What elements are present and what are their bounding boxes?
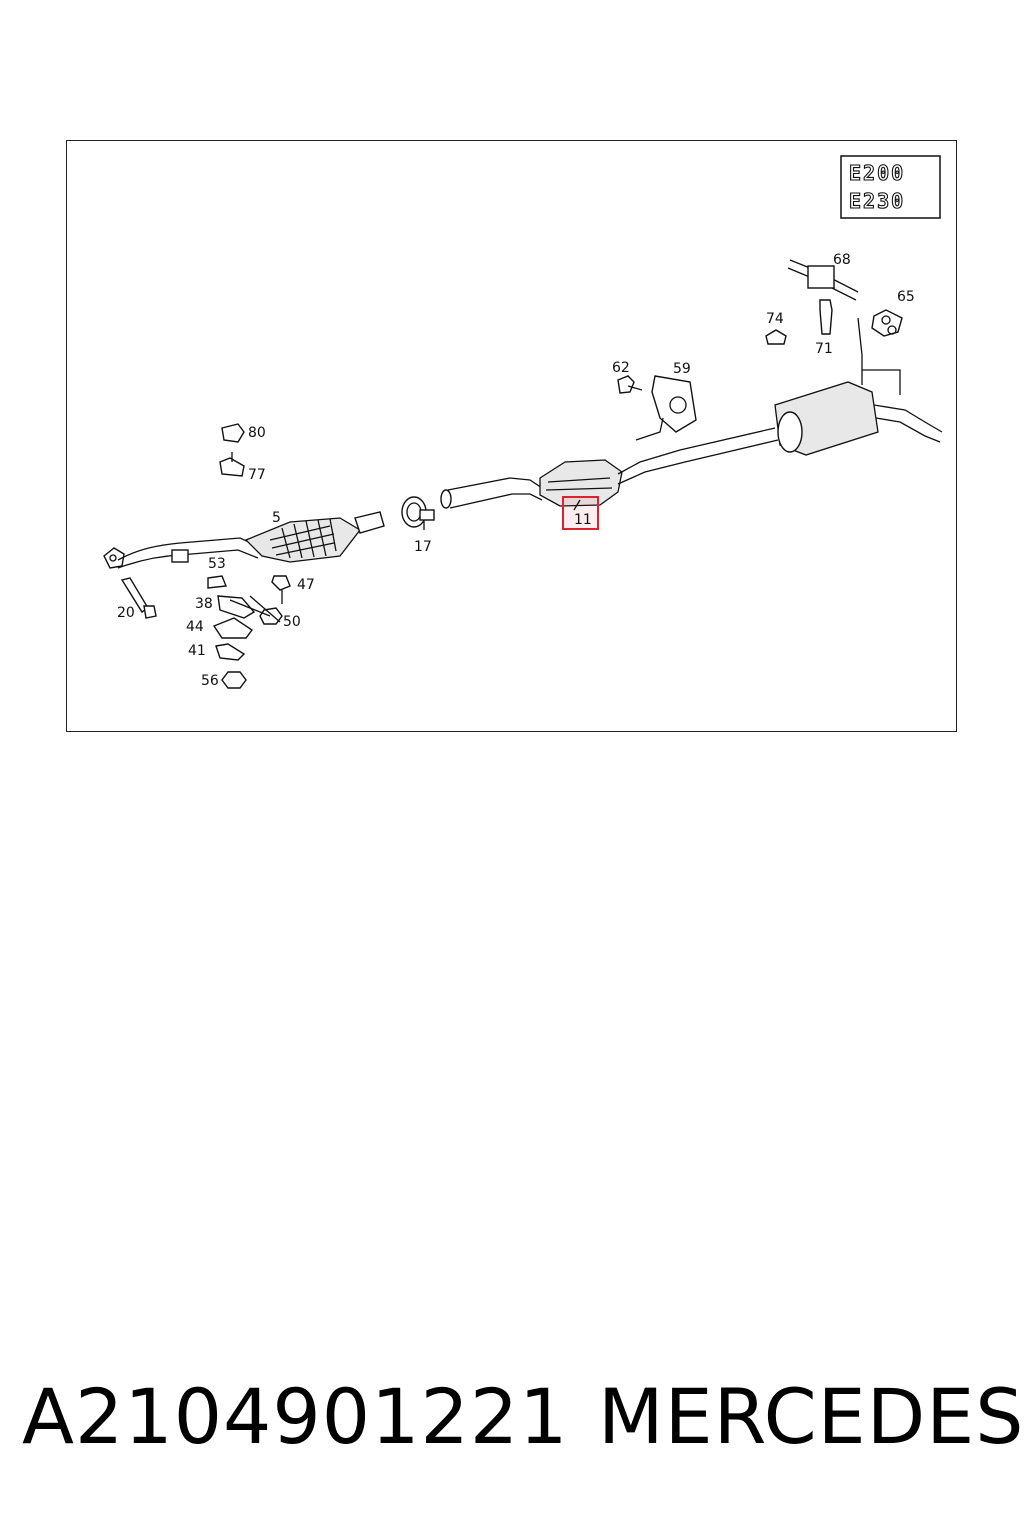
callout-17: 17 [414,539,432,555]
brand-name: MERCEDES [598,1372,1024,1461]
callout-62: 62 [612,360,630,376]
front-pipe [103,537,263,569]
small-parts [120,423,291,689]
hanger-assembly [765,259,903,345]
intermediate-pipe [440,477,546,509]
callout-11: 11 [574,512,592,528]
callout-68: 68 [833,252,851,268]
rear-muffler [774,317,943,456]
callout-65: 65 [897,289,915,305]
callout-77: 77 [248,467,266,483]
callout-38: 38 [195,596,213,612]
rubber-mount [617,375,697,441]
callout-56: 56 [201,673,219,689]
callout-50: 50 [283,614,301,630]
catalytic-converter [244,511,385,563]
callout-20: 20 [117,605,135,621]
callout-53: 53 [208,556,226,572]
callout-44: 44 [186,619,204,635]
model-e230: E230 [849,189,905,213]
callout-47: 47 [297,577,315,593]
clamp [401,496,435,530]
callout-74: 74 [766,311,784,327]
callout-5: 5 [272,510,281,526]
part-number: A2104901221 [22,1372,569,1461]
callout-80: 80 [248,425,266,441]
center-muffler [539,427,779,507]
callout-41: 41 [188,643,206,659]
model-e200: E200 [849,161,905,185]
callout-71: 71 [815,341,833,357]
highlight-box [562,496,599,530]
model-badge: E200 E230 [840,155,941,219]
callout-59: 59 [673,361,691,377]
